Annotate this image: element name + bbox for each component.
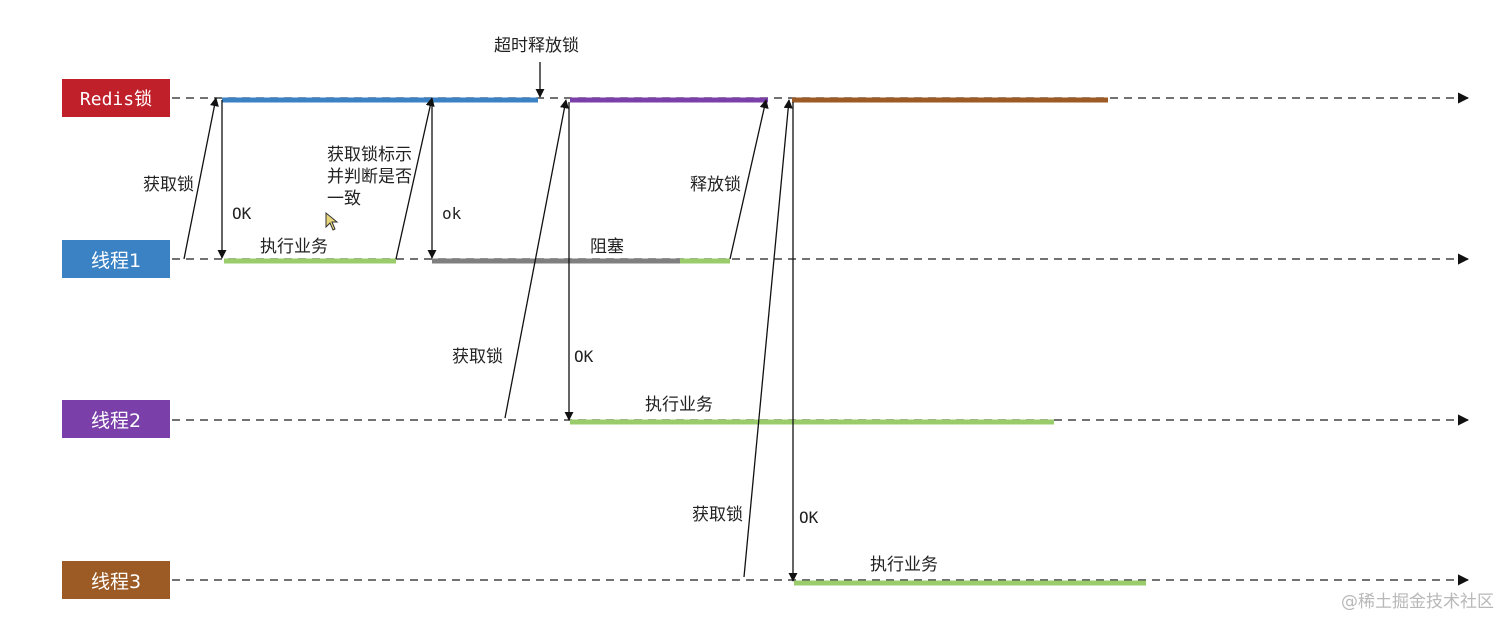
arrow-thread1-release — [729, 99, 769, 260]
label-exec-thread1: 执行业务 — [260, 237, 328, 257]
mouse-cursor-icon — [325, 211, 339, 231]
label-exec-thread2: 执行业务 — [645, 395, 713, 415]
label-check-lock-line2: 并判断是否 — [327, 167, 412, 187]
label-timeout-release: 超时释放锁 — [494, 36, 579, 56]
label-ok-thread2: OK — [574, 347, 594, 366]
lane-label-thread2: 线程2 — [62, 400, 170, 438]
label-release-lock: 释放锁 — [690, 175, 741, 195]
label-ok-thread3: OK — [799, 508, 819, 527]
watermark: @稀土掘金技术社区 — [1341, 592, 1494, 612]
label-acquire-lock-thread1: 获取锁 — [143, 175, 194, 195]
label-check-lock-line3: 一致 — [327, 189, 361, 209]
label-check-lock-line1: 获取锁标示 — [327, 145, 412, 165]
label-exec-thread3: 执行业务 — [870, 555, 938, 575]
label-acquire-lock-thread3: 获取锁 — [692, 505, 743, 525]
label-blocked-thread1: 阻塞 — [590, 237, 624, 257]
arrow-thread1-acquire — [183, 97, 219, 260]
label-acquire-lock-thread2: 获取锁 — [452, 347, 503, 367]
arrow-thread1-check — [395, 97, 435, 260]
label-ok-thread1: OK — [232, 204, 252, 223]
arrow-thread3-acquire — [743, 99, 793, 578]
lane-label-thread3: 线程3 — [62, 561, 170, 599]
lane-label-redis-lock: Redis锁 — [62, 79, 170, 117]
arrow-thread2-acquire — [504, 99, 569, 419]
label-ok-check: ok — [442, 204, 462, 223]
lane-label-thread1: 线程1 — [62, 240, 170, 278]
